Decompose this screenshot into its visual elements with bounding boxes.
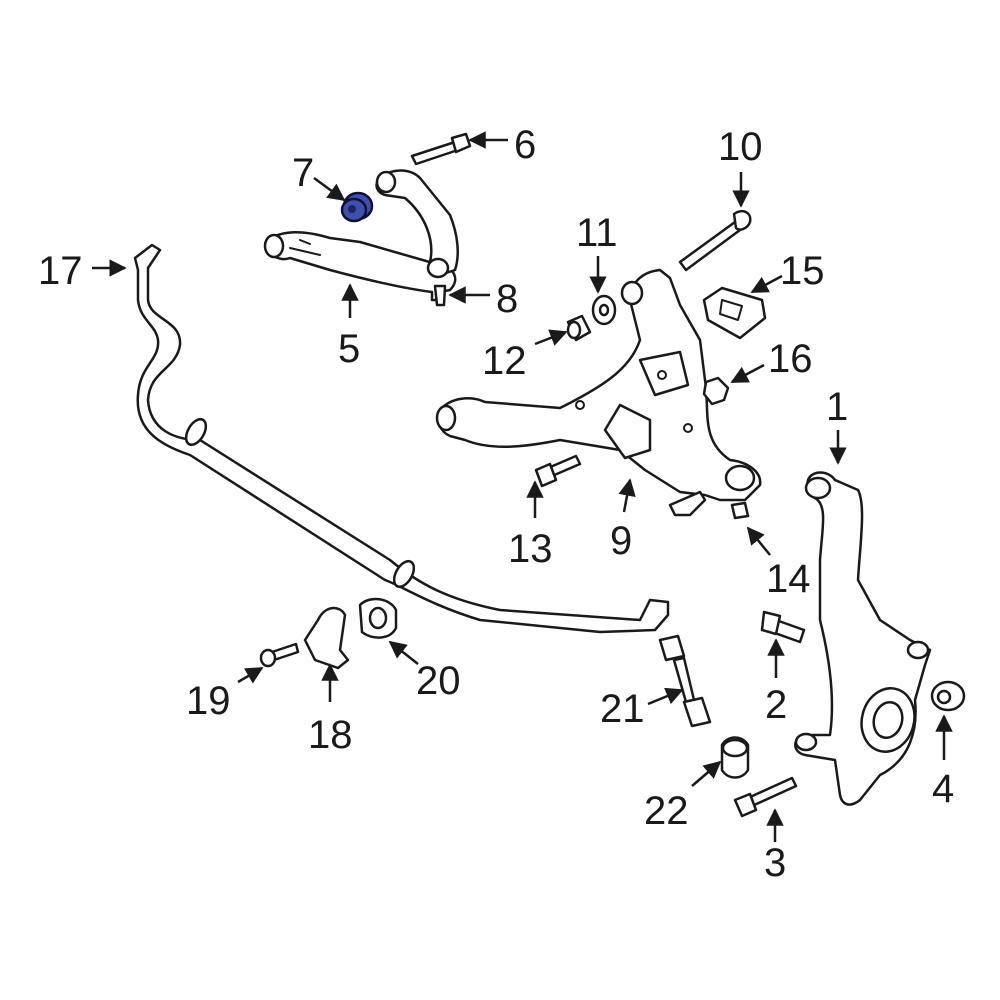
callout-17: 17 [38,249,83,293]
callout-1: 1 [826,385,848,429]
callout-3: 3 [764,841,786,885]
bolt-6[interactable] [410,132,472,166]
bolt-8[interactable] [433,284,447,307]
bolt-10[interactable] [678,210,752,272]
callout-19: 19 [186,679,231,723]
bushing-7-highlighted[interactable] [340,191,374,223]
lower-control-arm[interactable] [435,268,762,517]
bolt-14[interactable] [730,501,750,520]
callout-7: 7 [292,151,314,195]
leader-14 [746,526,771,556]
callout-16: 16 [768,337,813,381]
nut-4[interactable] [930,680,966,712]
stabilizer-bar[interactable] [133,243,670,634]
callout-18: 18 [308,713,353,757]
callout-10: 10 [718,125,763,169]
nut-16[interactable] [702,376,730,406]
callout-12: 12 [482,339,527,383]
callout-11: 11 [576,211,618,255]
callout-15: 15 [780,249,825,293]
nut-12[interactable] [566,314,592,342]
callout-22: 22 [644,789,689,833]
callout-2: 2 [765,683,787,727]
callout-9: 9 [610,519,632,563]
bolt-13[interactable] [534,454,582,488]
stabilizer-link-21[interactable] [658,634,712,728]
callout-4: 4 [932,767,954,811]
bushing-20[interactable] [358,597,398,639]
leader-19 [237,666,264,684]
leader-7 [313,176,346,202]
upper-control-arm[interactable] [263,169,459,302]
washer-11[interactable] [591,294,617,326]
callout-8: 8 [496,277,518,321]
leader-16 [730,363,765,384]
leader-22 [691,760,722,787]
bolt-2[interactable] [760,610,806,644]
leader-lines [92,131,953,842]
callout-5: 5 [338,327,360,371]
callout-21: 21 [600,687,645,731]
callout-14: 14 [766,557,811,601]
bump-stop-15[interactable] [702,286,767,340]
callout-13: 13 [508,527,553,571]
bolt-3[interactable] [733,776,798,818]
leader-12 [534,329,568,346]
bracket-18[interactable] [303,606,350,670]
leader-20 [388,640,419,665]
callout-labels: 1 2 3 4 5 6 7 8 9 10 11 12 13 14 15 16 1… [38,123,954,885]
bushing-22[interactable] [720,736,750,779]
leader-21 [647,687,684,706]
bolt-19[interactable] [259,642,300,668]
callout-6: 6 [514,123,536,167]
callout-20: 20 [416,659,461,703]
leader-9 [618,478,636,513]
leader-15 [750,274,783,294]
steering-knuckle[interactable] [794,471,932,806]
